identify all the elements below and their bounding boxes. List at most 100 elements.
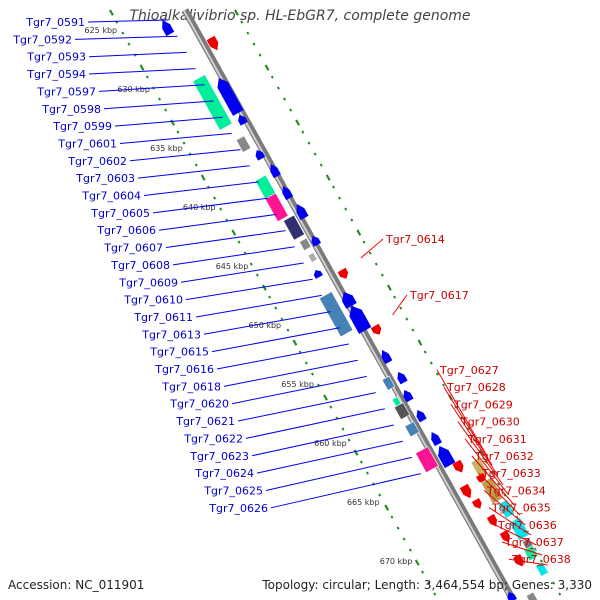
- gene-feature: [370, 323, 382, 335]
- gene-label-reverse[interactable]: Tgr7_0620: [169, 398, 229, 411]
- gene-label-reverse[interactable]: Tgr7_0625: [203, 484, 263, 497]
- leader-line: [265, 456, 412, 491]
- ruler-dash: [249, 262, 253, 266]
- gene-label-reverse[interactable]: Tgr7_0605: [90, 207, 150, 220]
- ruler-dash: [170, 119, 176, 126]
- gene-label-reverse[interactable]: Tgr7_0624: [194, 467, 254, 480]
- ruler-dash: [552, 581, 556, 585]
- gene-arrow-reverse: [162, 20, 175, 37]
- ruler-dash: [402, 537, 406, 541]
- gene-label-forward[interactable]: Tgr7_0628: [446, 381, 506, 394]
- gene-feature: [264, 192, 289, 223]
- gene-feature-box: [525, 591, 541, 600]
- leader-line: [508, 558, 548, 566]
- gene-label-forward[interactable]: Tgr7_0633: [481, 467, 541, 480]
- ruler-dash: [478, 449, 484, 456]
- leader-line: [443, 386, 493, 466]
- gene-label-forward[interactable]: Tgr7_0629: [453, 398, 513, 411]
- ruler-dash: [378, 493, 382, 497]
- leader-line: [223, 359, 358, 387]
- kbp-tick-label: 650 kbp: [249, 321, 282, 330]
- gene-feature: [486, 514, 498, 527]
- gene-arrow-reverse: [311, 236, 322, 247]
- gene-arrow-reverse: [313, 270, 323, 279]
- ruler-dash: [295, 119, 301, 126]
- gene-label-reverse[interactable]: Tgr7_0601: [57, 137, 117, 150]
- gene-label-reverse[interactable]: Tgr7_0626: [208, 502, 268, 515]
- gene-label-forward[interactable]: Tgr7_0617: [409, 289, 469, 302]
- gene-feature: [206, 35, 219, 51]
- gene-label-reverse[interactable]: Tgr7_0615: [149, 346, 209, 359]
- gene-arrow-forward: [499, 530, 510, 543]
- ruler-dash: [421, 570, 425, 574]
- gene-label-reverse[interactable]: Tgr7_0607: [103, 242, 163, 255]
- gene-feature: [452, 459, 464, 473]
- ruler-dash: [362, 240, 366, 244]
- leader-line: [74, 35, 178, 40]
- gene-label-reverse[interactable]: Tgr7_0593: [26, 51, 86, 64]
- gene-feature: [397, 372, 408, 385]
- gene-feature: [307, 252, 318, 263]
- leader-line: [478, 472, 521, 516]
- ruler-dash: [240, 20, 244, 24]
- gene-label-reverse[interactable]: Tgr7_0598: [41, 103, 101, 116]
- gene-label-forward[interactable]: Tgr7_0614: [385, 233, 445, 246]
- gene-arrow-forward: [471, 498, 482, 509]
- gene-label-reverse[interactable]: Tgr7_0608: [110, 259, 170, 272]
- leader-line: [237, 392, 376, 422]
- ruler-dash: [109, 9, 114, 16]
- leader-line: [152, 197, 268, 214]
- gene-label-reverse[interactable]: Tgr7_0599: [52, 120, 112, 133]
- gene-label-reverse[interactable]: Tgr7_0613: [141, 328, 201, 341]
- gene-label-reverse[interactable]: Tgr7_0611: [133, 311, 193, 324]
- gene-label-reverse[interactable]: Tgr7_0602: [67, 155, 127, 168]
- gene-feature: [282, 186, 294, 201]
- ruler-dash: [323, 394, 328, 401]
- genome-title: Thioalkalivibrio sp. HL-EbGR7, complete …: [129, 8, 471, 24]
- leader-line: [158, 213, 277, 231]
- ruler-dash: [176, 130, 180, 134]
- gene-label-reverse[interactable]: Tgr7_0594: [26, 68, 86, 81]
- gene-label-reverse[interactable]: Tgr7_0597: [36, 85, 96, 98]
- leader-line: [464, 438, 510, 496]
- gene-feature-box: [508, 516, 530, 541]
- gene-label-reverse[interactable]: Tgr7_0622: [183, 432, 243, 445]
- gene-label-forward[interactable]: Tgr7_0636: [497, 519, 557, 532]
- gene-label-forward[interactable]: Tgr7_0630: [460, 416, 520, 429]
- gene-label-forward[interactable]: Tgr7_0638: [511, 553, 571, 566]
- ruler-dash: [384, 504, 390, 511]
- ruler-dash: [274, 306, 278, 310]
- gene-label-reverse[interactable]: Tgr7_0609: [118, 276, 178, 289]
- gene-label-reverse[interactable]: Tgr7_0603: [75, 172, 135, 185]
- gene-label-forward[interactable]: Tgr7_0627: [439, 364, 499, 377]
- gene-feature: [438, 446, 456, 469]
- gene-label-reverse[interactable]: Tgr7_0610: [123, 294, 183, 307]
- gene-label-reverse[interactable]: Tgr7_0604: [81, 190, 141, 203]
- gene-feature: [270, 164, 281, 179]
- ruler-dash: [261, 284, 267, 291]
- gene-label-forward[interactable]: Tgr7_0632: [474, 450, 534, 463]
- ruler-dash: [429, 361, 433, 365]
- ruler-dash: [411, 328, 415, 332]
- gene-label-reverse[interactable]: Tgr7_0606: [96, 224, 156, 237]
- gene-label-reverse[interactable]: Tgr7_0621: [175, 415, 235, 428]
- gene-label-reverse[interactable]: Tgr7_0616: [154, 363, 214, 376]
- gene-label-forward[interactable]: Tgr7_0635: [491, 502, 551, 515]
- ruler-dash: [341, 427, 345, 431]
- gene-label-reverse[interactable]: Tgr7_0618: [161, 380, 221, 393]
- gene-label-reverse[interactable]: Tgr7_0591: [25, 16, 85, 29]
- leader-line: [129, 149, 241, 162]
- gene-feature: [415, 446, 439, 474]
- gene-arrow-reverse: [296, 204, 309, 221]
- ruler-dash: [292, 339, 298, 346]
- ruler-outer: [109, 9, 437, 596]
- gene-label-forward[interactable]: Tgr7_0637: [504, 536, 564, 549]
- ruler-dash: [121, 31, 125, 35]
- gene-feature: [431, 432, 442, 447]
- gene-label-forward[interactable]: Tgr7_0634: [486, 484, 546, 497]
- gene-label-reverse[interactable]: Tgr7_0623: [189, 450, 249, 463]
- ruler-dash: [270, 75, 274, 79]
- gene-feature: [235, 135, 252, 153]
- gene-label-forward[interactable]: Tgr7_0631: [467, 433, 527, 446]
- gene-label-reverse[interactable]: Tgr7_0592: [12, 33, 72, 46]
